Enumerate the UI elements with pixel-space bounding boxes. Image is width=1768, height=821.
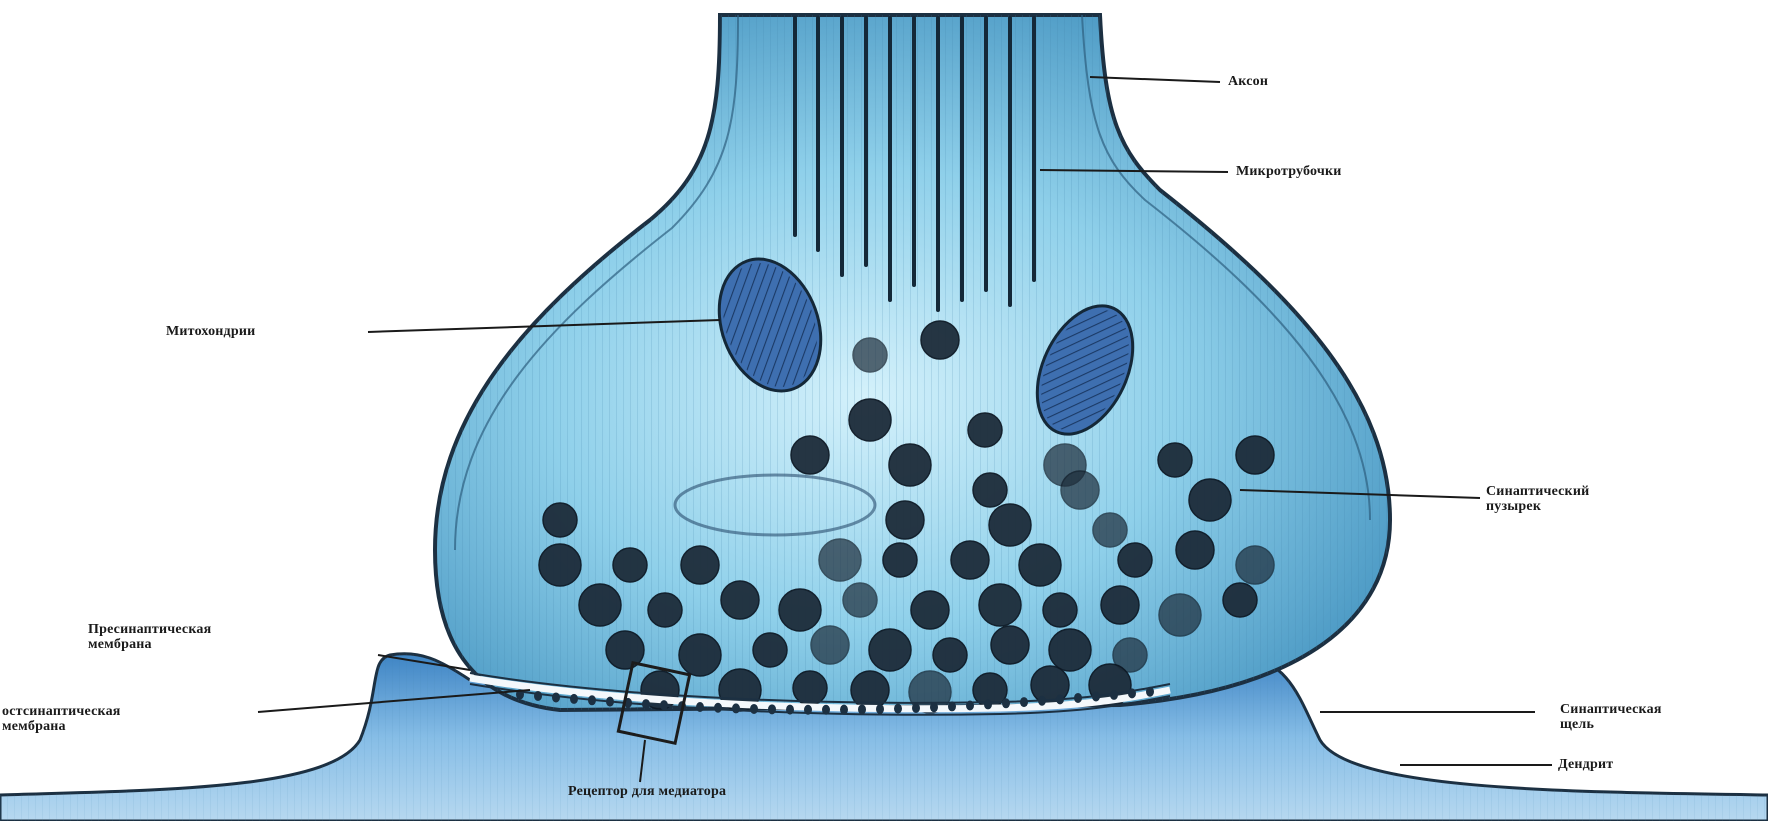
label-mitochondria: Митохондрии [166, 324, 255, 339]
receptor [606, 697, 614, 707]
synaptic-vesicle [1159, 594, 1201, 636]
synaptic-vesicle [1236, 436, 1274, 474]
synaptic-vesicle [853, 338, 887, 372]
synaptic-vesicle [613, 548, 647, 582]
synaptic-vesicle [869, 629, 911, 671]
receptor [588, 695, 596, 705]
receptor [768, 704, 776, 714]
synaptic-vesicle [579, 584, 621, 626]
receptor [732, 703, 740, 713]
label-synaptic-vesicle: Синаптический пузырек [1486, 484, 1589, 514]
synaptic-vesicle [539, 544, 581, 586]
receptor [1056, 694, 1064, 704]
label-synaptic-vesicle-line2: пузырек [1486, 499, 1589, 514]
synaptic-vesicle [1019, 544, 1061, 586]
synaptic-vesicle [793, 671, 827, 705]
label-synaptic-cleft: Синаптическая щель [1560, 702, 1662, 732]
receptor [1074, 693, 1082, 703]
receptor [1128, 688, 1136, 698]
synaptic-vesicle [1189, 479, 1231, 521]
receptor [822, 705, 830, 715]
receptor [1092, 691, 1100, 701]
receptor [1110, 690, 1118, 700]
label-microtubules: Микротрубочки [1236, 164, 1342, 179]
synaptic-vesicle [1176, 531, 1214, 569]
synaptic-vesicle [1236, 546, 1274, 584]
synaptic-vesicle [973, 473, 1007, 507]
synaptic-vesicle [889, 444, 931, 486]
label-synaptic-vesicle-line1: Синаптический [1486, 484, 1589, 499]
receptor [876, 704, 884, 714]
synaptic-vesicle [753, 633, 787, 667]
receptor [552, 692, 560, 702]
receptor [786, 705, 794, 715]
receptor [1002, 698, 1010, 708]
receptor [948, 701, 956, 711]
label-postsynaptic-line2: мембрана [2, 719, 121, 734]
label-presynaptic-line1: Пресинаптическая [88, 622, 211, 637]
receptor [714, 703, 722, 713]
synaptic-vesicle [681, 546, 719, 584]
synaptic-vesicle [849, 399, 891, 441]
synaptic-vesicle [1049, 629, 1091, 671]
receptor [642, 699, 650, 709]
receptor [1020, 697, 1028, 707]
receptor [570, 694, 578, 704]
synaptic-vesicle [543, 503, 577, 537]
synaptic-vesicle [886, 501, 924, 539]
synaptic-vesicle [648, 593, 682, 627]
receptor [858, 704, 866, 714]
receptor [966, 700, 974, 710]
receptor [660, 700, 668, 710]
label-receptor: Рецептор для медиатора [568, 784, 726, 799]
label-synaptic-cleft-line2: щель [1560, 717, 1662, 732]
synaptic-vesicle [1118, 543, 1152, 577]
label-synaptic-cleft-line1: Синаптическая [1560, 702, 1662, 717]
receptor [1146, 687, 1154, 697]
receptor [750, 704, 758, 714]
synaptic-vesicle [1223, 583, 1257, 617]
receptor [696, 702, 704, 712]
synaptic-vesicle [819, 539, 861, 581]
synaptic-vesicle [921, 321, 959, 359]
synaptic-vesicle [721, 581, 759, 619]
synaptic-vesicle [779, 589, 821, 631]
synaptic-vesicle [989, 504, 1031, 546]
label-dendrite: Дендрит [1558, 757, 1613, 772]
receptor [840, 705, 848, 715]
synaptic-vesicle [679, 634, 721, 676]
receptor [534, 691, 542, 701]
synaptic-vesicle [979, 584, 1021, 626]
synaptic-vesicle [911, 591, 949, 629]
receptor [804, 705, 812, 715]
synaptic-vesicle [1093, 513, 1127, 547]
synaptic-vesicle [991, 626, 1029, 664]
receptor [984, 699, 992, 709]
synaptic-vesicle [1158, 443, 1192, 477]
synaptic-vesicle [883, 543, 917, 577]
label-axon: Аксон [1228, 74, 1268, 89]
label-presynaptic-line2: мембрана [88, 637, 211, 652]
synaptic-vesicle [968, 413, 1002, 447]
synaptic-vesicle [811, 626, 849, 664]
receptor [930, 702, 938, 712]
synaptic-vesicle [1101, 586, 1139, 624]
receptor [912, 703, 920, 713]
receptor [1038, 696, 1046, 706]
synaptic-vesicle [951, 541, 989, 579]
label-postsynaptic-membrane: остсинаптическая мембрана [2, 704, 121, 734]
synaptic-vesicle [791, 436, 829, 474]
synaptic-vesicle [1043, 593, 1077, 627]
label-presynaptic-membrane: Пресинаптическая мембрана [88, 622, 211, 652]
synaptic-vesicle [1061, 471, 1099, 509]
label-postsynaptic-line1: остсинаптическая [2, 704, 121, 719]
synaptic-vesicle [933, 638, 967, 672]
receptor [894, 704, 902, 714]
synaptic-vesicle [843, 583, 877, 617]
